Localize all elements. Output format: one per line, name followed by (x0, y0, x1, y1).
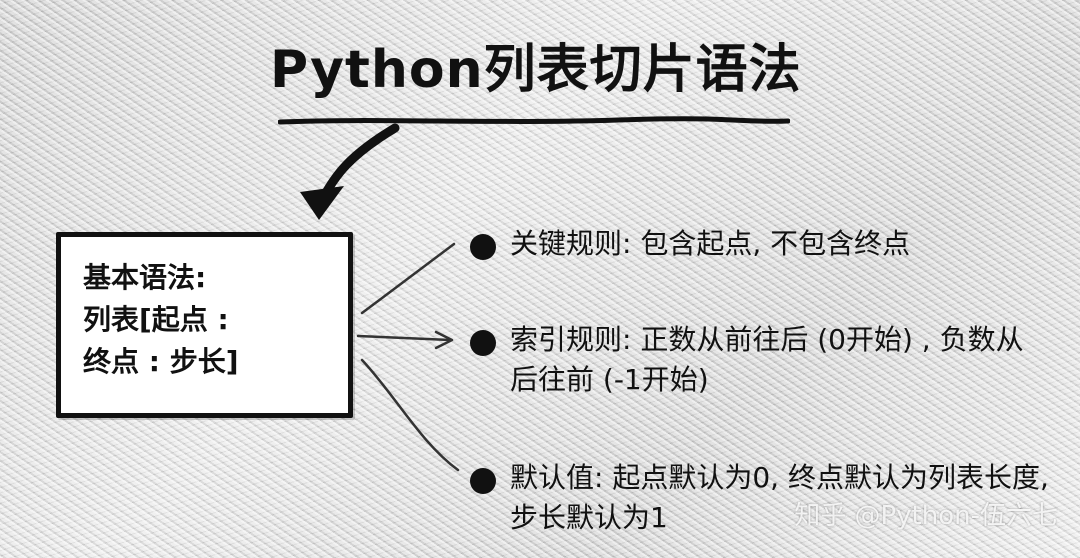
box-line-1: 基本语法: (83, 261, 207, 294)
list-item: 默认值: 起点默认为0, 终点默认为列表长度, 步长默认为1 (470, 458, 1050, 538)
list-item: 索引规则: 正数从前往后 (0开始) , 负数从后往前 (-1开始) (470, 320, 1050, 400)
bullet-icon (470, 468, 496, 494)
basic-syntax-box: 基本语法: 列表[起点 : 终点 : 步长] (56, 232, 353, 418)
watermark: 知乎 @Python-伍六七 (794, 501, 1058, 531)
title-underline (278, 116, 790, 125)
bullet-icon (470, 234, 496, 260)
box-line-2: 列表[起点 : (83, 303, 229, 336)
rule-text-index: 索引规则: 正数从前往后 (0开始) , 负数从后往前 (-1开始) (510, 323, 1024, 396)
rule-text-default: 默认值: 起点默认为0, 终点默认为列表长度, 步长默认为1 (510, 461, 1049, 534)
rule-text-key: 关键规则: 包含起点, 不包含终点 (510, 227, 911, 260)
page-title: Python列表切片语法 (270, 40, 802, 100)
list-item: 关键规则: 包含起点, 不包含终点 (470, 224, 1050, 264)
box-line-3: 终点 : 步长] (83, 345, 239, 378)
bullet-icon (470, 330, 496, 356)
